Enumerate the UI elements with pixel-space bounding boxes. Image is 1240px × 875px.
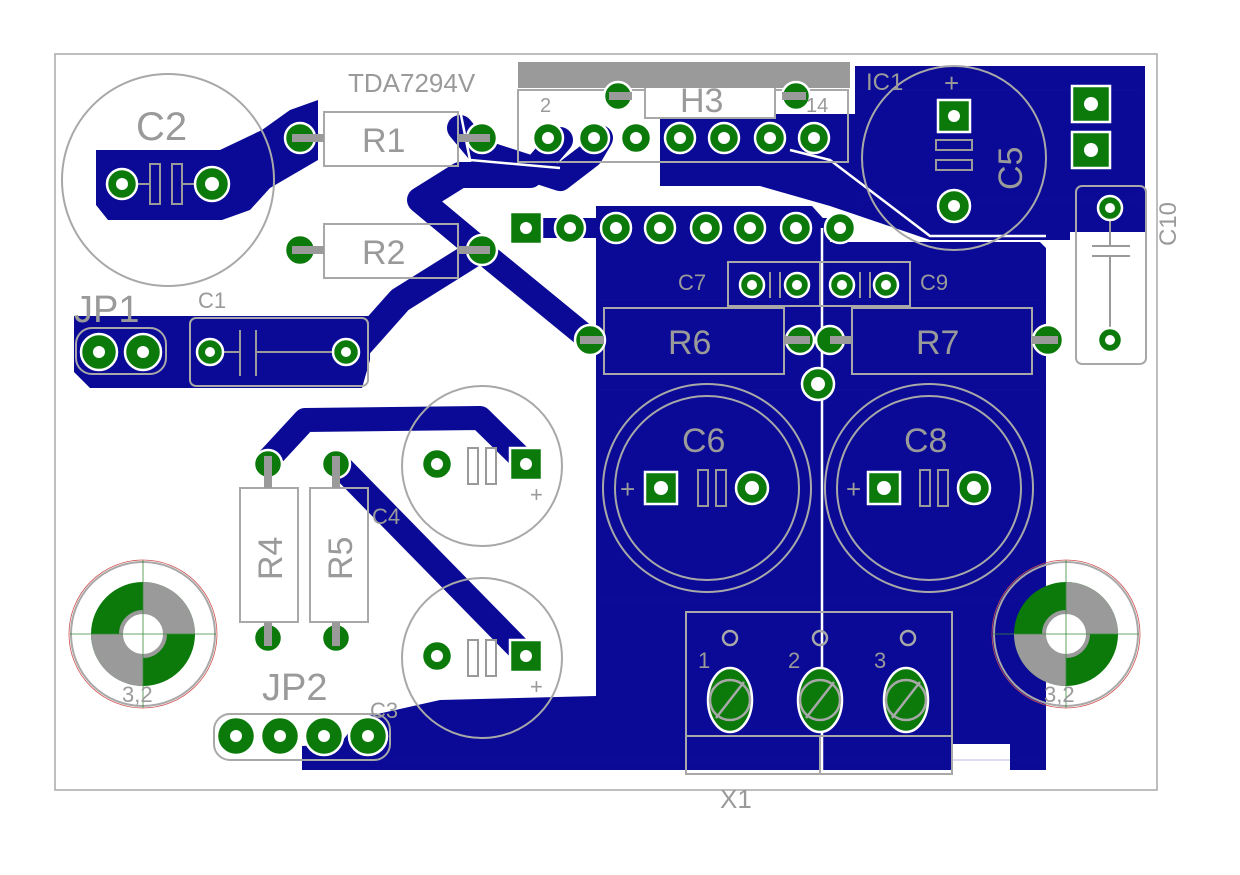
r6-label: R6 bbox=[668, 324, 711, 362]
mount-hole-right-label: 3,2 bbox=[1044, 682, 1075, 707]
c8-label: C8 bbox=[904, 422, 947, 460]
c4-plus: + bbox=[530, 482, 543, 507]
c10-outline bbox=[1075, 185, 1147, 365]
board-outline bbox=[54, 53, 1158, 791]
c5-label: C5 bbox=[992, 147, 1030, 190]
track-r2-c1 bbox=[347, 237, 493, 358]
c10-label: C10 bbox=[1155, 202, 1182, 246]
c6-label: C6 bbox=[682, 422, 725, 460]
x1-pin1-label: 1 bbox=[698, 648, 710, 673]
c1-outline bbox=[189, 317, 369, 387]
heatsink-label: H3 bbox=[680, 82, 723, 120]
pad-leads bbox=[264, 92, 1058, 646]
x1-pin2-label: 2 bbox=[788, 648, 800, 673]
jp2-outline bbox=[213, 713, 391, 761]
c8-inner bbox=[836, 395, 1022, 581]
terminal-pads bbox=[706, 629, 930, 734]
mount-hole-left bbox=[68, 559, 218, 709]
c4-label: C4 bbox=[372, 504, 400, 529]
mount-hole-right bbox=[991, 559, 1141, 709]
top-right-pour bbox=[660, 66, 1145, 240]
track-r4-c4 bbox=[256, 406, 537, 474]
silkscreen-labels: TDA7294V IC1 2 14 H3 C2 R1 R2 JP1 C1 C5 … bbox=[74, 68, 1182, 814]
r7-label: R7 bbox=[916, 324, 959, 362]
c8-plus: + bbox=[846, 474, 861, 504]
c9-outline bbox=[819, 261, 911, 307]
drill-holes bbox=[93, 97, 1115, 742]
c3-outline bbox=[401, 577, 563, 739]
c5-outline bbox=[861, 65, 1047, 251]
track-r2-r6 bbox=[468, 238, 602, 352]
c2-outline bbox=[61, 73, 275, 287]
r4-label: R4 bbox=[252, 537, 290, 580]
ic-pin-last-label: 14 bbox=[806, 95, 828, 117]
c3-label: C3 bbox=[370, 698, 398, 723]
c8-outline bbox=[824, 383, 1034, 593]
c6-inner bbox=[614, 395, 800, 581]
c5-plus: + bbox=[944, 68, 959, 98]
c7-label: C7 bbox=[678, 270, 706, 295]
c3-plus: + bbox=[530, 674, 543, 699]
jp1-outline bbox=[75, 327, 167, 375]
ic-pin-first-label: 2 bbox=[540, 95, 551, 117]
c9-label: C9 bbox=[920, 270, 948, 295]
ic-name-label: TDA7294V bbox=[348, 68, 476, 98]
ic-ref-label: IC1 bbox=[866, 69, 903, 96]
r1-label: R1 bbox=[362, 122, 405, 160]
track-r2-ic bbox=[407, 127, 573, 263]
jp2-label: JP2 bbox=[262, 667, 327, 709]
c1-label: C1 bbox=[198, 288, 226, 313]
r5-label: R5 bbox=[322, 537, 360, 580]
jp1-label: JP1 bbox=[74, 289, 139, 331]
mount-hole-left-label: 3,2 bbox=[122, 682, 153, 707]
c4-outline bbox=[401, 385, 563, 547]
c6-outline bbox=[602, 383, 812, 593]
x1-label: X1 bbox=[720, 784, 752, 814]
silkscreen-outlines bbox=[61, 65, 1147, 775]
r2-label: R2 bbox=[362, 234, 405, 272]
c6-plus: + bbox=[620, 474, 635, 504]
x1-pin3-label: 3 bbox=[874, 648, 886, 673]
c2-label: C2 bbox=[136, 105, 187, 149]
component-symbols bbox=[125, 139, 1130, 677]
track-r5-c3 bbox=[324, 450, 537, 667]
